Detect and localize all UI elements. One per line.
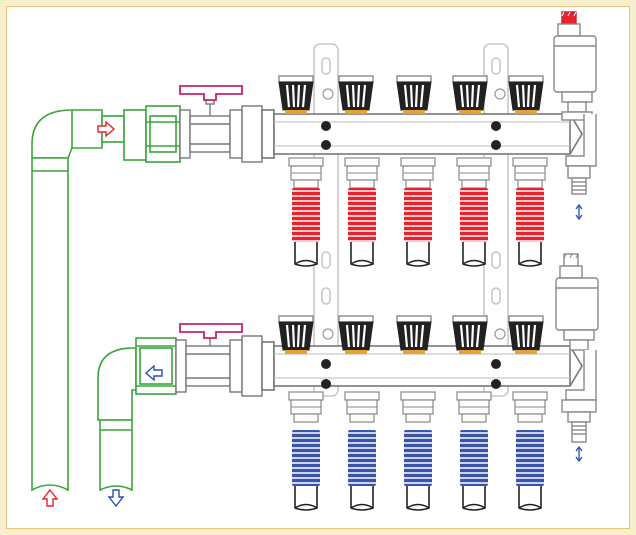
- pipe-stub: [406, 241, 430, 267]
- coil-spring: [459, 430, 489, 486]
- valve-cap: [337, 74, 375, 116]
- pipe-stub: [518, 485, 542, 511]
- pipe-stub: [518, 241, 542, 267]
- double-arrow-vertical-icon: [575, 445, 583, 463]
- valve-cap: [507, 74, 545, 116]
- return-outlet-5: [512, 391, 548, 511]
- supply-outlet-1: [288, 157, 324, 267]
- pipe-stub: [350, 241, 374, 267]
- outlet-fitting: [288, 157, 324, 189]
- return-outlet-1: [288, 391, 324, 511]
- supply-outlet-5: [512, 157, 548, 267]
- outlet-fitting: [400, 157, 436, 189]
- coil-spring: [291, 188, 321, 242]
- pipe-stub: [462, 241, 486, 267]
- arrow-right-icon: [97, 120, 116, 138]
- arrow-left-icon: [144, 364, 163, 382]
- outlet-fitting: [344, 391, 380, 423]
- outlet-fitting: [344, 157, 380, 189]
- arrow-up-icon: [41, 488, 59, 507]
- valve-cap: [507, 314, 545, 356]
- coil-spring: [291, 430, 321, 486]
- coil-spring: [515, 430, 545, 486]
- supply-valve-handle: [179, 85, 243, 101]
- supply-header: [261, 109, 583, 159]
- outlet-fitting: [512, 391, 548, 423]
- coil-spring: [515, 188, 545, 242]
- coil-spring: [347, 188, 377, 242]
- return-outlets: [288, 391, 548, 511]
- coil-spring: [403, 188, 433, 242]
- outlet-fitting: [400, 391, 436, 423]
- valve-cap: [451, 314, 489, 356]
- return-air-vent: [555, 253, 599, 443]
- return-flow-indicators: [322, 328, 506, 340]
- coil-spring: [403, 430, 433, 486]
- supply-air-vent: [553, 11, 597, 195]
- pipe-stub: [406, 485, 430, 511]
- valve-cap: [395, 314, 433, 356]
- supply-outlets: [288, 157, 548, 267]
- pipe-stub: [462, 485, 486, 511]
- return-outlet-2: [344, 391, 380, 511]
- arrow-down-icon: [107, 489, 125, 508]
- supply-ball-valve: [179, 95, 263, 163]
- supply-flow-indicators: [322, 88, 506, 100]
- outlet-fitting: [456, 391, 492, 423]
- outlet-fitting: [512, 157, 548, 189]
- return-valve-handle: [179, 323, 243, 339]
- return-ball-valve: [175, 325, 263, 397]
- supply-outlet-2: [344, 157, 380, 267]
- valve-cap: [337, 314, 375, 356]
- supply-valve-caps: [277, 74, 545, 116]
- pipe-stub: [294, 485, 318, 511]
- outlet-fitting: [288, 391, 324, 423]
- supply-bolts: [321, 121, 501, 150]
- pipe-stub: [350, 485, 374, 511]
- supply-outlet-3: [400, 157, 436, 267]
- return-bolts: [321, 359, 501, 389]
- return-outlet-4: [456, 391, 492, 511]
- supply-inlet-coupling: [123, 105, 181, 163]
- valve-cap: [277, 314, 315, 356]
- coil-spring: [459, 188, 489, 242]
- valve-cap: [451, 74, 489, 116]
- double-arrow-vertical-icon: [575, 203, 583, 221]
- return-outlet-3: [400, 391, 436, 511]
- supply-outlet-4: [456, 157, 492, 267]
- manifold-diagram: [31, 11, 599, 511]
- pipe-stub: [294, 241, 318, 267]
- coil-spring: [347, 430, 377, 486]
- return-pipe: [97, 337, 177, 492]
- valve-cap: [395, 74, 433, 116]
- valve-cap: [277, 74, 315, 116]
- outlet-fitting: [456, 157, 492, 189]
